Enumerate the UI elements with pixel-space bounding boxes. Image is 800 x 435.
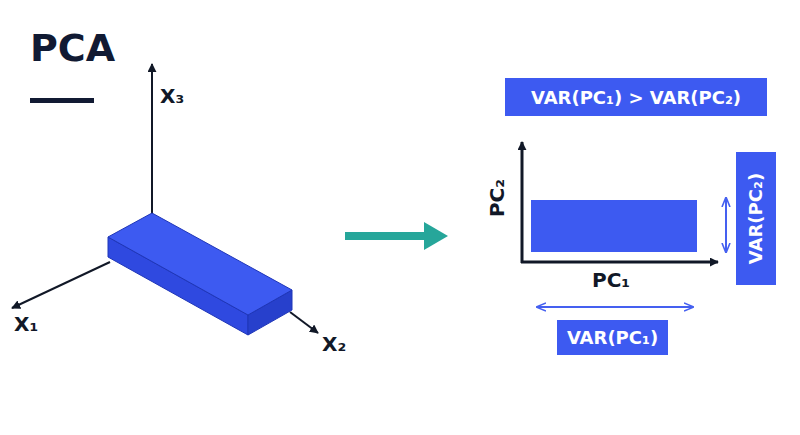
x1-axis xyxy=(12,262,110,308)
pc1-variance-box: VAR(PC₁) xyxy=(557,320,668,355)
pc2-axis xyxy=(521,142,524,263)
diagram-title: PCA xyxy=(30,26,115,70)
pc2-spread-arrow xyxy=(725,198,727,252)
box-text: VAR(PC₂) xyxy=(746,173,767,264)
box-text: VAR(PC₁) > VAR(PC₂) xyxy=(531,87,741,108)
x2-axis xyxy=(290,312,318,333)
pc1-axis xyxy=(521,261,718,264)
axis-label: PC₁ xyxy=(592,268,630,292)
axis-label: X₂ xyxy=(322,332,346,356)
transform-arrow-head xyxy=(424,222,448,250)
pc2-variance-box: VAR(PC₂) xyxy=(736,152,776,285)
axis-label: PC₂ xyxy=(485,179,509,217)
transform-arrow-shaft xyxy=(345,232,428,240)
x3-axis xyxy=(151,64,153,225)
pc1-spread-arrow xyxy=(537,306,693,308)
box-text: VAR(PC₁) xyxy=(567,327,658,348)
projected-data xyxy=(531,200,697,252)
box-top-face xyxy=(108,213,292,315)
title-underline xyxy=(30,98,94,103)
axis-label: X₁ xyxy=(14,312,38,336)
variance-comparison-box: VAR(PC₁) > VAR(PC₂) xyxy=(505,78,767,116)
axis-label: X₃ xyxy=(160,84,184,108)
